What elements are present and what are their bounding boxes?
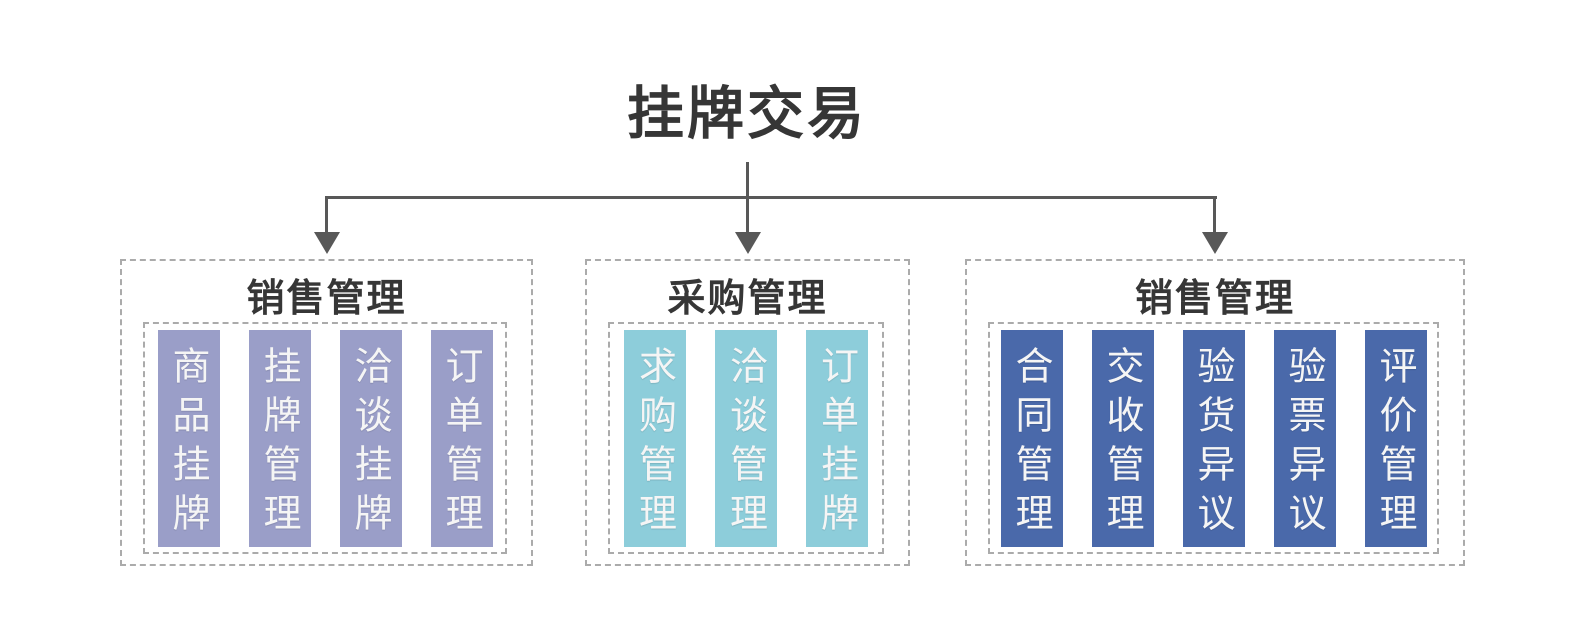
panel-3-inner-box: 合同管理交收管理验货异议验票异议评价管理 — [988, 322, 1439, 554]
module-bar: 交收管理 — [1091, 329, 1154, 547]
connector-horizontal-line — [325, 196, 1217, 199]
connector-right-drop — [1213, 196, 1216, 234]
panel-1-inner-box: 商品挂牌挂牌管理洽谈挂牌订单管理 — [143, 322, 507, 554]
arrow-down-left-icon — [314, 232, 340, 254]
module-bar: 验票异议 — [1273, 329, 1336, 547]
module-bar: 验货异议 — [1182, 329, 1245, 547]
module-bar: 订单管理 — [430, 329, 493, 547]
module-bar: 订单挂牌 — [806, 329, 868, 547]
connector-left-drop — [325, 196, 328, 234]
panel-2: 采购管理求购管理洽谈管理订单挂牌 — [585, 259, 910, 566]
panel-2-inner-box: 求购管理洽谈管理订单挂牌 — [608, 322, 884, 554]
panel-2-title: 采购管理 — [667, 276, 828, 320]
panel-3-title: 销售管理 — [1134, 276, 1295, 320]
panel-1-title: 销售管理 — [246, 276, 407, 320]
panel-3: 销售管理合同管理交收管理验货异议验票异议评价管理 — [965, 259, 1465, 566]
diagram-title: 挂牌交易 — [627, 81, 867, 147]
module-bar: 评价管理 — [1364, 329, 1427, 547]
module-bar: 合同管理 — [1000, 329, 1063, 547]
module-bar: 洽谈挂牌 — [339, 329, 402, 547]
module-bar: 商品挂牌 — [157, 329, 220, 547]
arrow-down-center-icon — [735, 232, 761, 254]
module-bar: 求购管理 — [624, 329, 686, 547]
module-bar: 挂牌管理 — [248, 329, 311, 547]
arrow-down-right-icon — [1202, 232, 1228, 254]
module-bar: 洽谈管理 — [715, 329, 777, 547]
panel-1: 销售管理商品挂牌挂牌管理洽谈挂牌订单管理 — [120, 259, 533, 566]
